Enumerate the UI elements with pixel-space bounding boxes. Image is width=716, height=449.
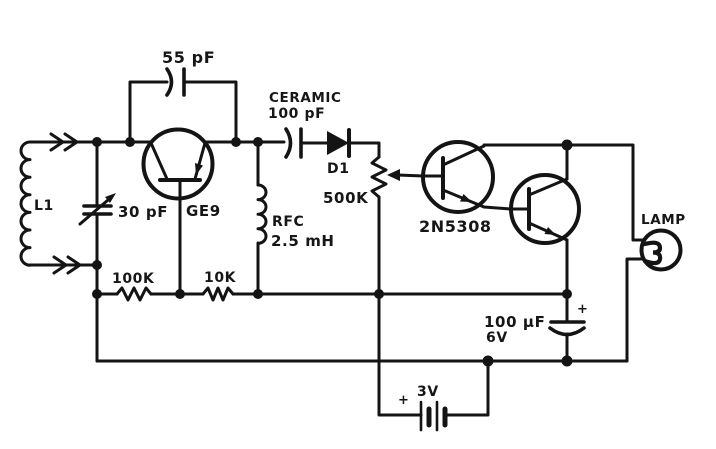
battery-plus-mark: + xyxy=(398,393,409,408)
label-2n5308: 2N5308 xyxy=(419,217,492,236)
label-l1: L1 xyxy=(34,198,54,214)
variable-capacitor-30pf-symbol xyxy=(78,193,116,226)
rf-choke-symbol xyxy=(256,183,268,245)
label-500k: 500K xyxy=(323,189,369,207)
label-100uf: 100 µF xyxy=(484,313,545,331)
lamp-filament-icon xyxy=(642,240,663,266)
label-rfc: RFC xyxy=(272,214,304,230)
capacitor-55pf-symbol xyxy=(128,67,238,144)
electrolytic-capacitor-symbol xyxy=(548,320,586,337)
potentiometer-500k-symbol xyxy=(370,155,425,199)
battery-3v-symbol xyxy=(419,400,448,432)
ceramic-capacitor-symbol xyxy=(284,127,329,159)
transistor-2n5308-symbol xyxy=(421,140,512,214)
label-100k: 100K xyxy=(112,271,155,287)
resistor-10k-symbol xyxy=(201,286,235,302)
label-3v: 3V xyxy=(417,384,439,400)
inductor-l1-symbol xyxy=(19,140,32,267)
transistor-ge9-symbol xyxy=(141,127,215,201)
label-ceramic: CERAMIC xyxy=(269,90,342,106)
label-2p5mh: 2.5 mH xyxy=(271,232,335,250)
diode-d1-symbol xyxy=(327,128,351,158)
filter-cap-plus-mark: + xyxy=(577,302,588,317)
coupling-arrow-bottom-icon xyxy=(52,255,82,275)
label-30pf: 30 pF xyxy=(118,203,168,221)
label-ge9: GE9 xyxy=(186,202,221,220)
coupling-arrow-top-icon xyxy=(49,132,79,152)
label-10k: 10K xyxy=(204,270,237,286)
resistor-100k-symbol xyxy=(115,286,153,302)
transistor-output-symbol xyxy=(508,173,581,245)
label-d1: D1 xyxy=(327,161,350,177)
label-100pf: 100 pF xyxy=(268,106,325,122)
lamp-symbol xyxy=(639,228,683,272)
label-6v: 6V xyxy=(486,330,508,346)
label-lamp: LAMP xyxy=(641,212,686,228)
label-55pf: 55 pF xyxy=(162,48,215,67)
junction-dots xyxy=(92,137,573,367)
